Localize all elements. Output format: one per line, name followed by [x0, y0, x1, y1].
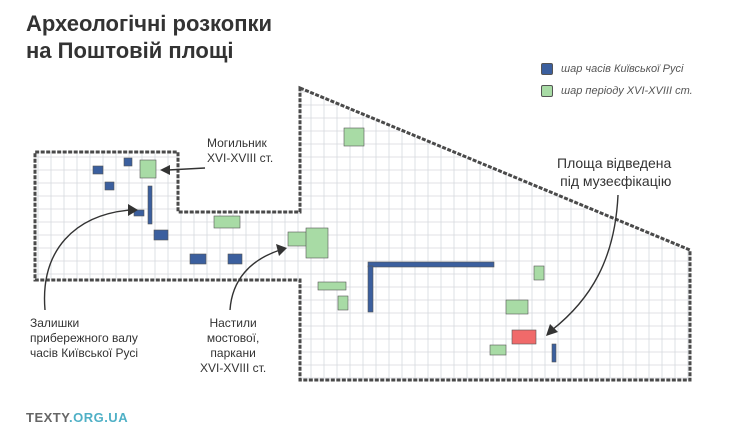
callout-burial: Могильник XVI-XVIII ст. — [207, 136, 273, 166]
arrowhead-burial — [160, 165, 170, 175]
kyivan-rus-feature — [123, 157, 133, 167]
callout-arrows — [43, 165, 619, 336]
callout-floors-line-3: паркани — [210, 346, 256, 360]
kyivan-rus-rampart — [367, 261, 495, 268]
excavation-features — [92, 127, 557, 363]
xvi-xviii-feature — [505, 299, 529, 315]
site-logo[interactable]: TEXTY.ORG.UA — [26, 410, 128, 425]
kyivan-rus-wall — [147, 185, 153, 225]
callout-floors-line-2: мостової, — [206, 331, 260, 345]
kyivan-rus-feature — [104, 181, 115, 191]
legend-item-xvi-xviii: шар періоду XVI-XVIII ст. — [541, 80, 693, 102]
legend: шар часів Київської Русі шар періоду XVI… — [541, 58, 693, 102]
xvi-xviii-feature — [213, 215, 241, 229]
legend-swatch-xvi-xviii — [541, 85, 553, 97]
burial-feature — [139, 159, 157, 179]
xvi-xviii-feature — [317, 281, 347, 291]
logo-domain: .ORG.UA — [68, 410, 129, 425]
arrow-rampart — [43, 209, 131, 311]
callout-floors: Настили мостової, паркани XVI-XVIII ст. — [200, 316, 266, 376]
arrow-floors — [229, 249, 281, 311]
kyivan-rus-feature — [227, 253, 243, 265]
arrow-burial — [167, 167, 206, 171]
title-line-1: Археологічні розкопки — [26, 11, 273, 36]
xvi-xviii-feature — [337, 295, 349, 311]
xvi-xviii-feature — [305, 227, 329, 259]
arrowhead-rampart — [128, 204, 138, 216]
xvi-xviii-feature — [489, 344, 507, 356]
xvi-xviii-feature — [533, 265, 545, 281]
museum-area — [511, 329, 537, 345]
callout-floors-line-4: XVI-XVIII ст. — [200, 361, 267, 375]
callout-rampart-line-1: Залишки — [30, 316, 80, 330]
kyivan-rus-feature — [133, 209, 145, 217]
callout-rampart: Залишки прибережного валу часів Київсько… — [30, 316, 138, 361]
callout-museum-line-2: під музеєфікацію — [560, 173, 672, 189]
arrowhead-floors — [276, 244, 287, 256]
callout-museum-line-1: Площа відведена — [557, 155, 672, 171]
legend-label-xvi-xviii: шар періоду XVI-XVIII ст. — [561, 85, 693, 97]
xvi-xviii-feature — [343, 127, 365, 147]
arrow-museum — [551, 194, 619, 331]
kyivan-rus-feature — [189, 253, 207, 265]
kyivan-rus-rampart-segment — [367, 265, 374, 313]
title-line-2: на Поштовій площі — [26, 38, 234, 63]
kyivan-rus-feature — [92, 165, 104, 175]
arrowhead-museum — [546, 324, 558, 336]
page-title: Археологічні розкопки на Поштовій площі — [26, 10, 272, 64]
legend-label-kyivan-rus: шар часів Київської Русі — [561, 63, 684, 75]
kyivan-rus-feature — [153, 229, 169, 241]
legend-swatch-kyivan-rus — [541, 63, 553, 75]
callout-burial-line-2: XVI-XVIII ст. — [207, 151, 274, 165]
callout-museum: Площа відведена під музеєфікацію — [557, 154, 671, 190]
kyivan-rus-feature — [551, 343, 557, 363]
callout-rampart-line-3: часів Київської Русі — [30, 346, 139, 360]
plan-outline — [33, 85, 692, 382]
callout-rampart-line-2: прибережного валу — [30, 331, 138, 345]
callout-burial-line-1: Могильник — [207, 136, 267, 150]
logo-name: TEXTY — [26, 410, 69, 425]
callout-floors-line-1: Настили — [209, 316, 257, 330]
legend-item-kyivan-rus: шар часів Київської Русі — [541, 58, 693, 80]
